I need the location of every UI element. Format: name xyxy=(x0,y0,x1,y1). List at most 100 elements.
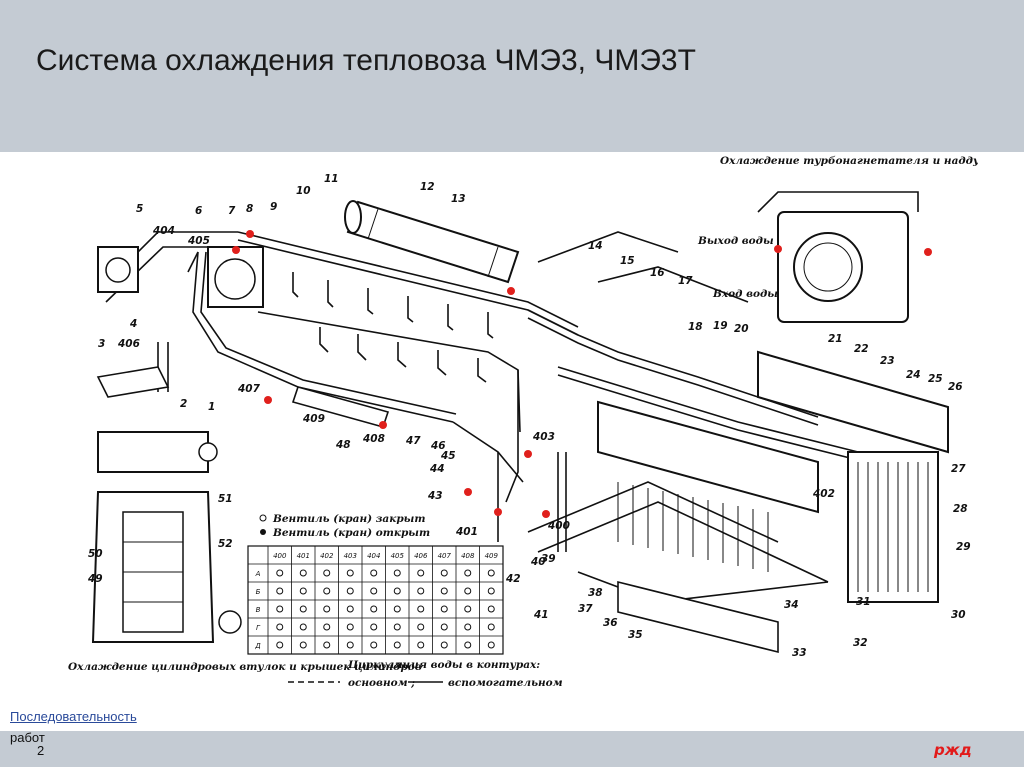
valve-row-mode: Д xyxy=(254,642,261,650)
valve-state-mark xyxy=(370,587,378,595)
caption-circulation: Циркуляция воды в контурах: xyxy=(347,659,540,671)
part-number-25: 25 xyxy=(928,373,943,385)
part-number-401: 401 xyxy=(455,526,478,538)
part-number-36: 36 xyxy=(603,617,618,629)
part-number-38: 38 xyxy=(588,587,603,599)
part-number-3: 3 xyxy=(98,338,105,350)
part-number-14: 14 xyxy=(588,240,603,252)
valve-state-mark xyxy=(323,605,331,613)
part-number-45: 45 xyxy=(440,450,456,462)
legend-closed: Вентиль (кран) закрыт xyxy=(272,513,425,525)
valve-state-mark xyxy=(464,641,472,649)
part-number-52: 52 xyxy=(218,538,233,550)
label-water-in: Вход воды xyxy=(712,288,778,300)
part-number-15: 15 xyxy=(620,255,635,267)
footer-bar xyxy=(0,731,1024,767)
radiator-block xyxy=(597,350,949,654)
part-number-30: 30 xyxy=(951,609,966,621)
valve-state-mark xyxy=(487,641,495,649)
valve-state-mark xyxy=(464,605,472,613)
valve-state-mark xyxy=(440,623,448,631)
part-number-31: 31 xyxy=(856,596,871,608)
valve-state-mark xyxy=(417,587,425,595)
valve-state-mark xyxy=(393,623,401,631)
rzd-logo: ржд xyxy=(933,741,972,759)
rzd-logo-text: ржд xyxy=(933,741,972,759)
part-number-405: 405 xyxy=(187,235,210,247)
valve-markers xyxy=(232,230,932,518)
valve-state-mark xyxy=(487,569,495,577)
part-number-11: 11 xyxy=(324,173,339,185)
valve-state-mark xyxy=(299,641,307,649)
part-number-12: 12 xyxy=(420,181,435,193)
valve-state-mark xyxy=(417,641,425,649)
label-water-out: Выход воды xyxy=(697,235,774,247)
part-number-4: 4 xyxy=(129,318,137,330)
part-number-39: 39 xyxy=(541,553,556,565)
part-number-13: 13 xyxy=(451,193,466,205)
title-bar: Система охлаждения тепловоза ЧМЭ3, ЧМЭ3Т xyxy=(0,0,1024,152)
part-number-23: 23 xyxy=(880,355,895,367)
valve-row-mode: А xyxy=(255,570,261,578)
valve-state-mark xyxy=(346,623,354,631)
valve-state-mark xyxy=(299,587,307,595)
cooler-cylinder xyxy=(344,200,520,284)
part-number-32: 32 xyxy=(853,637,868,649)
sequence-link[interactable]: Последовательность xyxy=(10,709,137,724)
valve-row-mode: Г xyxy=(256,624,261,632)
label-main-circuit: основном ; xyxy=(348,677,415,689)
part-number-17: 17 xyxy=(678,275,693,287)
valve-col-header: 401 xyxy=(297,552,310,560)
part-number-2: 2 xyxy=(180,398,187,410)
valve-state-mark xyxy=(346,641,354,649)
caption-turbo: Охлаждение турбонагнетателя и наддувочно… xyxy=(720,155,978,167)
part-number-34: 34 xyxy=(784,599,799,611)
valve-state-mark xyxy=(417,569,425,577)
valve-state-mark xyxy=(346,569,354,577)
part-number-8: 8 xyxy=(246,203,253,215)
part-number-20: 20 xyxy=(734,323,749,335)
part-number-403: 403 xyxy=(532,431,555,443)
part-number-26: 26 xyxy=(948,381,963,393)
part-number-1: 1 xyxy=(208,401,215,413)
part-number-49: 49 xyxy=(87,573,103,585)
valve-state-mark xyxy=(299,623,307,631)
valve-state-mark xyxy=(299,569,307,577)
valve-state-mark xyxy=(393,569,401,577)
label-aux-circuit: вспомогательном xyxy=(448,677,563,689)
valve-state-mark xyxy=(487,623,495,631)
left-components xyxy=(96,246,390,428)
part-number-29: 29 xyxy=(956,541,971,553)
part-number-42: 42 xyxy=(505,573,521,585)
part-number-51: 51 xyxy=(218,493,233,505)
part-number-21: 21 xyxy=(828,333,843,345)
legend-open: Вентиль (кран) открыт xyxy=(272,527,430,539)
part-number-33: 33 xyxy=(792,647,807,659)
valve-state-mark xyxy=(440,641,448,649)
part-number-48: 48 xyxy=(335,439,351,451)
valve-state-mark xyxy=(464,569,472,577)
cylinder-section xyxy=(91,431,242,643)
valve-col-header: 407 xyxy=(438,552,452,560)
valve-state-mark xyxy=(346,587,354,595)
part-number-18: 18 xyxy=(688,321,703,333)
valve-col-header: 403 xyxy=(344,552,357,560)
valve-row-mode: В xyxy=(256,606,261,614)
valve-state-mark xyxy=(417,623,425,631)
valve-state-mark xyxy=(370,641,378,649)
slide-title: Система охлаждения тепловоза ЧМЭ3, ЧМЭ3Т xyxy=(36,44,696,77)
valve-state-mark xyxy=(276,623,284,631)
part-number-5: 5 xyxy=(136,203,143,215)
caption-cylinders: Охлаждение цилиндровых втулок и крышек ц… xyxy=(68,661,422,673)
valve-state-mark xyxy=(487,605,495,613)
part-number-37: 37 xyxy=(578,603,593,615)
valve-state-mark xyxy=(440,569,448,577)
part-number-22: 22 xyxy=(854,343,869,355)
part-number-28: 28 xyxy=(953,503,968,515)
valve-state-mark xyxy=(393,587,401,595)
part-number-16: 16 xyxy=(650,267,665,279)
valve-state-mark xyxy=(299,605,307,613)
part-number-43: 43 xyxy=(427,490,443,502)
valve-state-mark xyxy=(464,623,472,631)
